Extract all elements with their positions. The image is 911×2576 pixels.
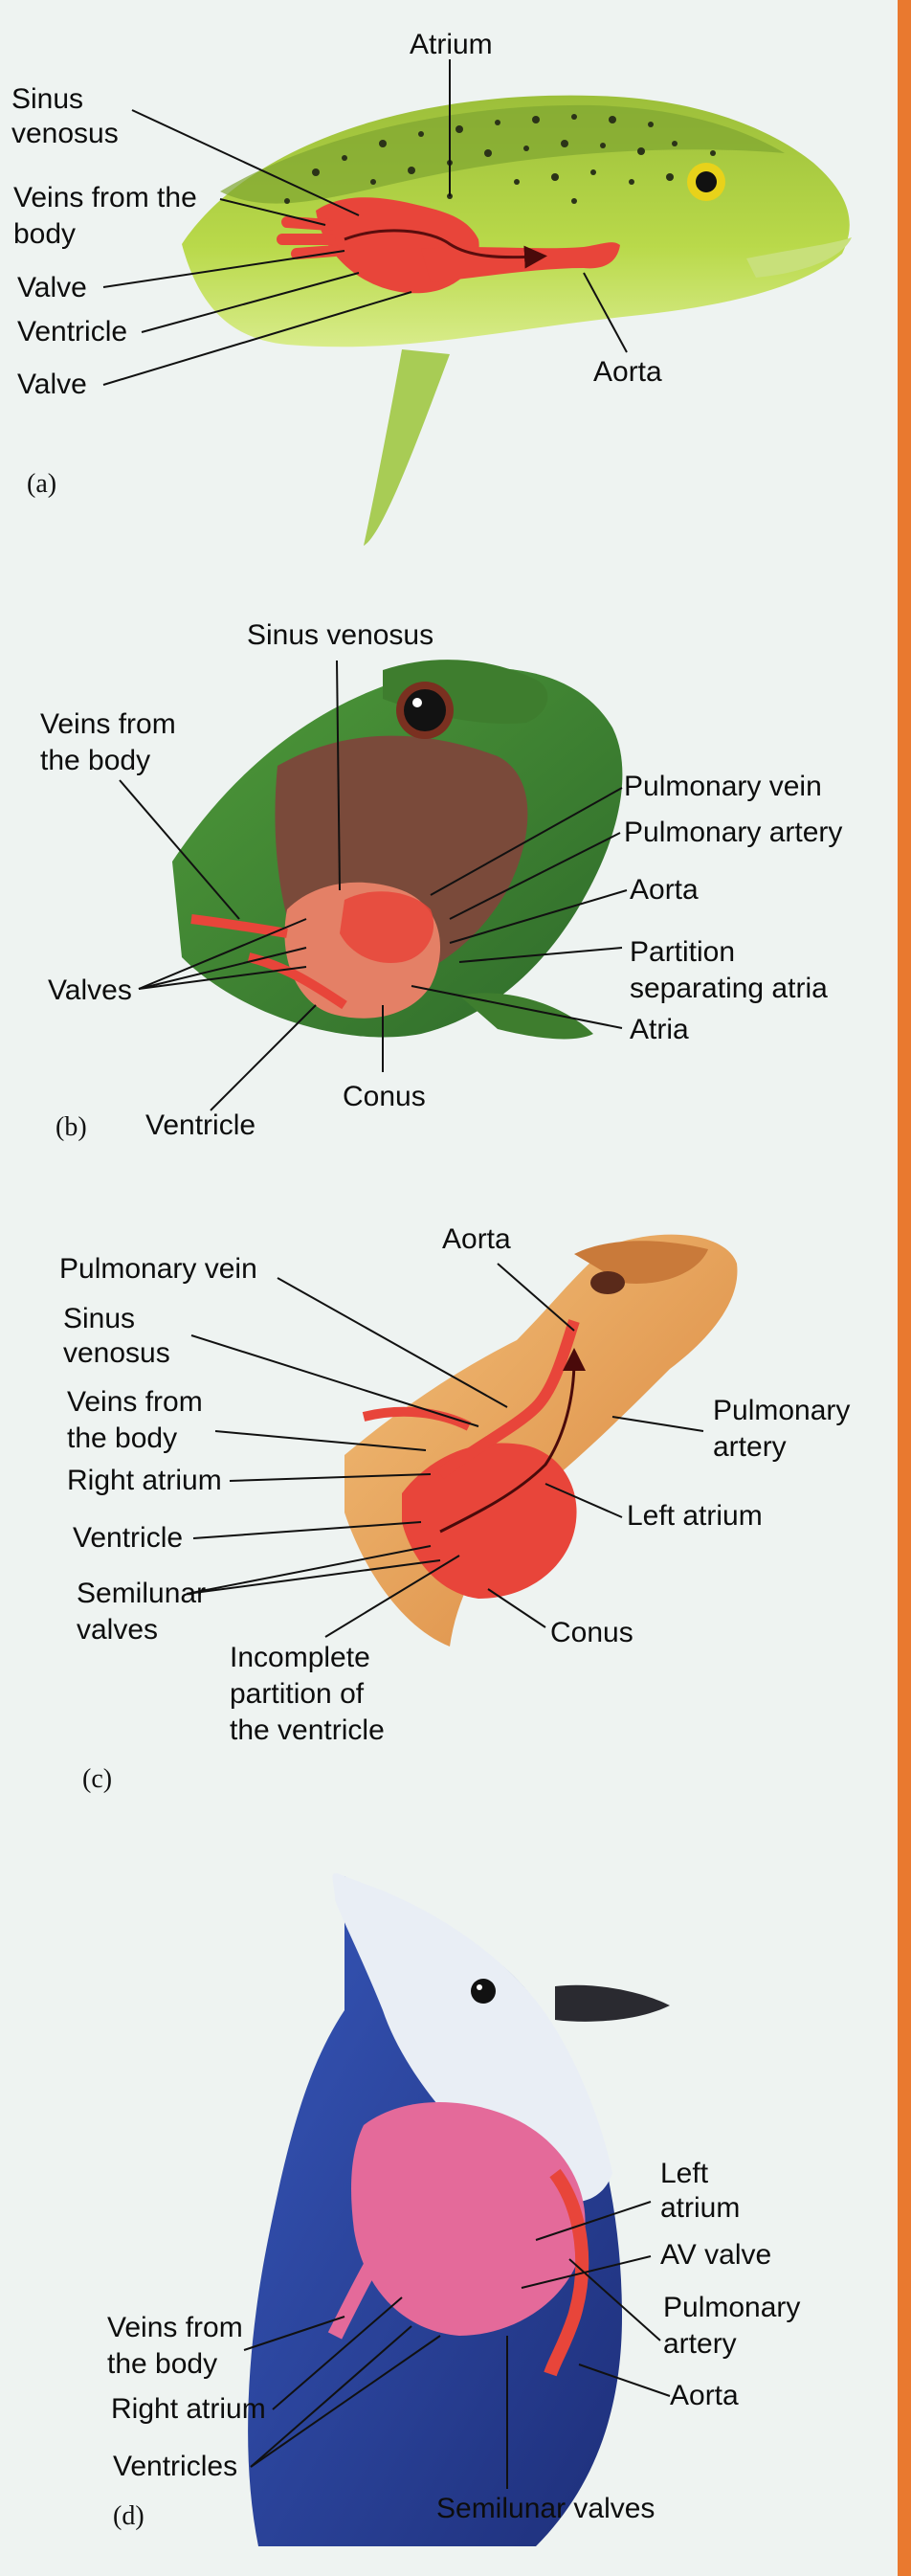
panel-letter-c: (c) [82,1764,113,1794]
label-d-right-atrium: Right atrium [111,2393,266,2425]
label-d-left-atrium: Left atrium [660,2158,741,2224]
label-a-ventricle: Ventricle [17,316,128,347]
panel-letter-b: (b) [56,1112,87,1142]
label-b-pulmonary-artery: Pulmonary artery [624,817,843,848]
label-c-veins-from-body: Veins from the body [67,1386,203,1454]
label-b-partition: Partition separating atria [630,936,828,1004]
label-c-conus: Conus [550,1617,633,1648]
label-c-right-atrium: Right atrium [67,1465,222,1496]
label-d-semilunar-valves: Semilunar valves [436,2493,655,2524]
label-d-aorta: Aorta [670,2380,739,2411]
label-b-conus: Conus [343,1081,426,1112]
label-b-atria: Atria [630,1014,689,1045]
label-c-ventricle: Ventricle [73,1522,184,1554]
label-c-pulmonary-vein: Pulmonary vein [59,1253,257,1285]
label-b-sinus-venosus: Sinus venosus [247,619,434,651]
lizard-illustration [344,1234,738,1646]
fish-illustration [182,95,852,546]
label-b-ventricle: Ventricle [145,1109,256,1141]
label-a-veins-from-body: Veins from the body [13,182,197,250]
label-c-sinus-venosus: Sinus venosus [63,1303,170,1369]
panel-letter-a: (a) [27,469,57,499]
label-c-pulmonary-artery: Pulmonary artery [713,1395,851,1463]
label-a-atrium: Atrium [410,29,493,60]
label-d-ventricles: Ventricles [113,2451,238,2482]
label-c-semilunar-valves: Semilunar valves [77,1578,207,1646]
label-a-aorta: Aorta [593,356,662,388]
label-b-aorta: Aorta [630,874,699,906]
frog-illustration [172,660,623,1040]
label-d-pulmonary-artery: Pulmonary artery [663,2292,801,2360]
label-d-veins-from-body: Veins from the body [107,2312,243,2380]
bird-illustration [248,1872,670,2546]
label-b-valves: Valves [48,974,132,1006]
label-b-pulmonary-vein: Pulmonary vein [624,771,822,802]
label-a-sinus-venosus: Sinus venosus [11,83,119,149]
label-c-aorta: Aorta [442,1223,511,1255]
label-c-incomplete-partition: Incomplete partition of the ventricle [230,1642,385,1746]
label-c-left-atrium: Left atrium [627,1500,763,1532]
leader-lines [102,59,704,2489]
label-a-valve-1: Valve [17,272,87,303]
label-b-veins-from-body: Veins from the body [40,708,176,776]
label-a-valve-2: Valve [17,369,87,400]
page-edge-strip [898,0,911,2576]
panel-letter-d: (d) [113,2501,144,2531]
label-d-av-valve: AV valve [660,2239,772,2271]
